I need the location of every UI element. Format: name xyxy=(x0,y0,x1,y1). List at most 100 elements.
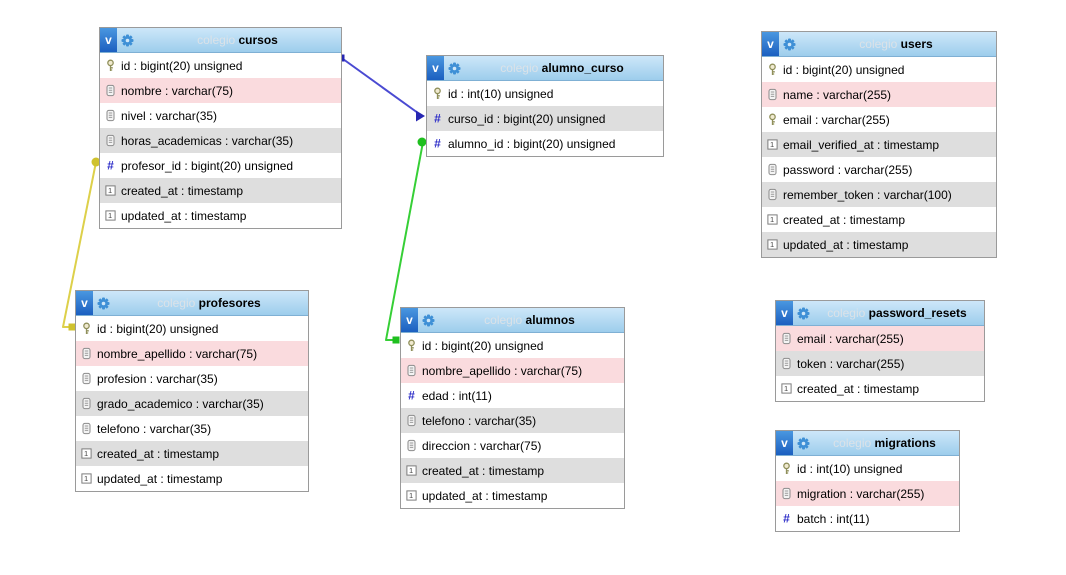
timestamp-column-icon: 1 xyxy=(765,213,779,226)
table-options-gear-icon[interactable] xyxy=(422,314,435,327)
svg-text:1: 1 xyxy=(784,384,788,393)
column-label: nombre : varchar(75) xyxy=(121,83,234,98)
timestamp-column-icon: 1 xyxy=(79,447,93,460)
text-column-icon xyxy=(404,414,418,427)
table-name: migrations xyxy=(874,436,936,450)
column-users-email[interactable]: email : varchar(255) xyxy=(762,107,996,132)
column-alumnos-id[interactable]: id : bigint(20) unsigned xyxy=(401,333,624,358)
column-alumnos-telefono[interactable]: telefono : varchar(35) xyxy=(401,408,624,433)
column-cursos-horas_academicas[interactable]: horas_academicas : varchar(35) xyxy=(100,128,341,153)
relation-anchor-circle xyxy=(91,157,101,167)
db-prefix: colegio xyxy=(197,33,236,47)
designer-toggle-v-badge[interactable]: v xyxy=(100,28,117,52)
column-alumnos-nombre_apellido[interactable]: nombre_apellido : varchar(75) xyxy=(401,358,624,383)
column-alumno_curso-id[interactable]: id : int(10) unsigned xyxy=(427,81,663,106)
table-options-gear-icon[interactable] xyxy=(121,34,134,47)
column-label: token : varchar(255) xyxy=(797,356,905,371)
designer-toggle-v-badge[interactable]: v xyxy=(776,301,793,325)
table-options-gear-icon[interactable] xyxy=(797,307,810,320)
column-migrations-id[interactable]: id : int(10) unsigned xyxy=(776,456,959,481)
timestamp-column-icon: 1 xyxy=(765,238,779,251)
column-alumnos-direccion[interactable]: direccion : varchar(75) xyxy=(401,433,624,458)
column-profesores-nombre_apellido[interactable]: nombre_apellido : varchar(75) xyxy=(76,341,308,366)
column-label: profesion : varchar(35) xyxy=(97,371,218,386)
svg-text:1: 1 xyxy=(84,449,88,458)
designer-toggle-v-badge[interactable]: v xyxy=(762,32,779,56)
db-prefix: colegio xyxy=(484,313,523,327)
column-migrations-migration[interactable]: migration : varchar(255) xyxy=(776,481,959,506)
svg-text:1: 1 xyxy=(770,140,774,149)
column-migrations-batch[interactable]: #batch : int(11) xyxy=(776,506,959,531)
column-password_resets-token[interactable]: token : varchar(255) xyxy=(776,351,984,376)
table-options-gear-icon[interactable] xyxy=(448,62,461,75)
column-password_resets-email[interactable]: email : varchar(255) xyxy=(776,326,984,351)
designer-toggle-v-badge[interactable]: v xyxy=(427,56,444,80)
db-prefix: colegio xyxy=(157,296,196,310)
text-column-icon xyxy=(765,88,779,101)
column-profesores-grado_academico[interactable]: grado_academico : varchar(35) xyxy=(76,391,308,416)
column-cursos-profesor_id[interactable]: #profesor_id : bigint(20) unsigned xyxy=(100,153,341,178)
column-users-name[interactable]: name : varchar(255) xyxy=(762,82,996,107)
column-alumno_curso-alumno_id[interactable]: #alumno_id : bigint(20) unsigned xyxy=(427,131,663,156)
table-options-gear-icon[interactable] xyxy=(97,297,110,310)
column-cursos-nivel[interactable]: nivel : varchar(35) xyxy=(100,103,341,128)
designer-toggle-v-badge[interactable]: v xyxy=(776,431,793,455)
table-options-gear-icon[interactable] xyxy=(783,38,796,51)
primary-key-icon xyxy=(430,87,444,100)
table-title: colegio alumno_curso xyxy=(461,61,663,75)
column-alumno_curso-curso_id[interactable]: #curso_id : bigint(20) unsigned xyxy=(427,106,663,131)
column-label: nivel : varchar(35) xyxy=(121,108,218,123)
numeric-column-icon: # xyxy=(779,512,793,525)
column-profesores-telefono[interactable]: telefono : varchar(35) xyxy=(76,416,308,441)
primary-key-icon xyxy=(79,322,93,335)
column-cursos-nombre[interactable]: nombre : varchar(75) xyxy=(100,78,341,103)
unique-key-icon xyxy=(765,113,779,126)
table-name: password_resets xyxy=(868,306,967,320)
column-users-password[interactable]: password : varchar(255) xyxy=(762,157,996,182)
column-users-id[interactable]: id : bigint(20) unsigned xyxy=(762,57,996,82)
column-label: telefono : varchar(35) xyxy=(422,413,537,428)
column-profesores-profesion[interactable]: profesion : varchar(35) xyxy=(76,366,308,391)
column-label: id : bigint(20) unsigned xyxy=(783,62,905,77)
column-users-remember_token[interactable]: remember_token : varchar(100) xyxy=(762,182,996,207)
timestamp-column-icon: 1 xyxy=(79,472,93,485)
table-header-password_resets[interactable]: v colegio password_resets xyxy=(776,301,984,326)
relation-alumno_curso-alumno_id-to-alumnos-id[interactable] xyxy=(385,137,427,344)
designer-toggle-v-badge[interactable]: v xyxy=(76,291,93,315)
svg-text:#: # xyxy=(783,512,790,525)
text-column-icon xyxy=(765,188,779,201)
column-label: horas_academicas : varchar(35) xyxy=(121,133,294,148)
table-title: colegio password_resets xyxy=(810,306,984,320)
column-profesores-id[interactable]: id : bigint(20) unsigned xyxy=(76,316,308,341)
table-header-alumno_curso[interactable]: v colegio alumno_curso xyxy=(427,56,663,81)
text-column-icon xyxy=(103,109,117,122)
column-cursos-id[interactable]: id : bigint(20) unsigned xyxy=(100,53,341,78)
relation-alumno_curso-curso_id-to-cursos-id[interactable] xyxy=(337,54,426,122)
column-alumnos-edad[interactable]: #edad : int(11) xyxy=(401,383,624,408)
table-options-gear-icon[interactable] xyxy=(797,437,810,450)
relation-cursos-profesor_id-to-profesores-id[interactable] xyxy=(62,157,101,331)
text-column-icon xyxy=(779,332,793,345)
designer-toggle-v-badge[interactable]: v xyxy=(401,308,418,332)
numeric-column-icon: # xyxy=(430,137,444,150)
